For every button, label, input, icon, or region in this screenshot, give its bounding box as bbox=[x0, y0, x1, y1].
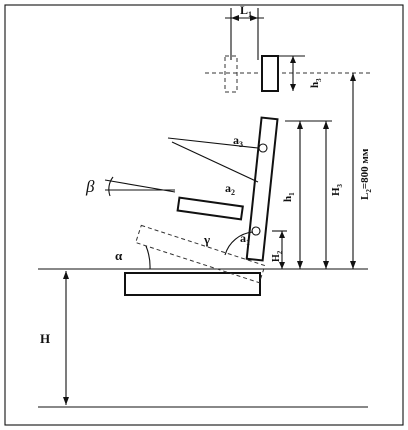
dimension-h1-arrow-top bbox=[297, 121, 303, 129]
dimension-h2-arrow-bottom bbox=[279, 262, 285, 269]
angle-beta-arc bbox=[108, 176, 114, 197]
dimension-h1-arrow-bottom bbox=[297, 261, 303, 269]
dimension-l1-arrow-right bbox=[250, 15, 258, 21]
armrest bbox=[176, 196, 244, 221]
label-gamma: γ bbox=[203, 232, 210, 247]
dimension-h2-arrow-top bbox=[279, 231, 285, 238]
label-h2: H2 bbox=[271, 250, 284, 262]
leader-a3-1 bbox=[167, 137, 259, 149]
angle-alpha-arc bbox=[145, 245, 151, 270]
dimension-h3u-arrow-top bbox=[323, 121, 329, 129]
joint-a1 bbox=[251, 226, 261, 236]
leader-a3-2 bbox=[171, 141, 259, 183]
headrest-dashed bbox=[224, 55, 238, 93]
label-h3: h3 bbox=[309, 78, 323, 88]
joint-a3 bbox=[258, 143, 268, 153]
dimension-l2-arrow-top bbox=[350, 73, 356, 81]
label-a3: a3 bbox=[233, 133, 243, 149]
label-l1: L1 bbox=[240, 3, 252, 19]
dimension-l2-arrow-bottom bbox=[350, 261, 356, 269]
dimension-h-arrow-bottom bbox=[63, 397, 69, 405]
headrest-block bbox=[261, 55, 279, 92]
label-a1: a1 bbox=[240, 231, 250, 247]
label-beta: β bbox=[85, 177, 95, 196]
dimension-h-arrow-top bbox=[63, 271, 69, 279]
dimension-h3-arrow-top bbox=[290, 56, 296, 63]
dimension-h3-arrow-bottom bbox=[290, 84, 296, 91]
label-l2: L2=800 мм bbox=[359, 148, 373, 200]
angle-gamma-arc bbox=[224, 231, 254, 256]
backrest bbox=[245, 116, 279, 262]
seat-tilted-dashed bbox=[135, 224, 266, 284]
label-alpha: α bbox=[115, 248, 123, 263]
dimension-h3u-arrow-bottom bbox=[323, 261, 329, 269]
diagram-frame bbox=[4, 4, 404, 426]
label-h1: h1 bbox=[282, 192, 296, 202]
seat-cushion bbox=[124, 272, 261, 296]
label-h: H bbox=[40, 331, 50, 346]
label-a2: a2 bbox=[225, 181, 235, 197]
dimension-l1-arrow-left bbox=[231, 15, 239, 21]
label-h3-upper: H3 bbox=[330, 183, 344, 196]
